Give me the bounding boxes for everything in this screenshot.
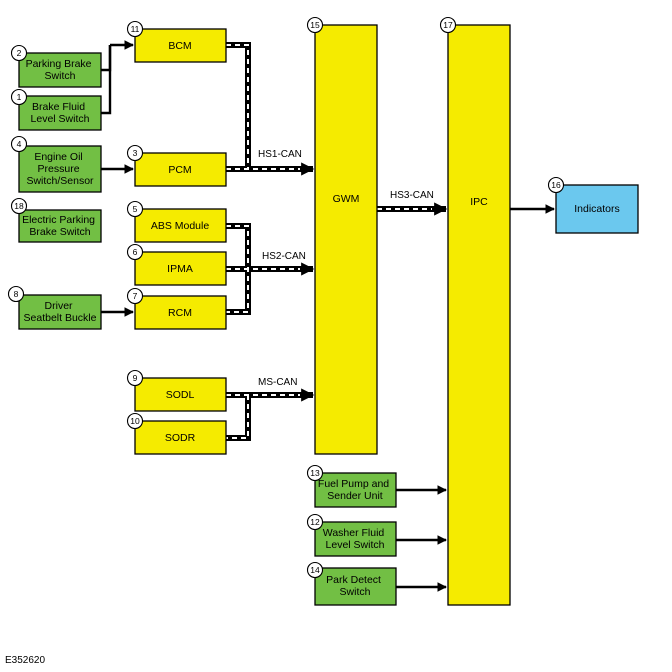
rcm-label: RCM	[168, 307, 192, 319]
svg-text:17: 17	[443, 20, 453, 30]
sodr-box	[134, 420, 227, 455]
badge-12: 12	[306, 513, 324, 531]
electric-parking-label: Electric Parking Brake Switch	[22, 214, 98, 238]
abs-box	[134, 208, 227, 243]
badge-15: 15	[306, 16, 324, 34]
svg-text:4: 4	[17, 139, 22, 149]
svg-text:8: 8	[14, 289, 19, 299]
badge-1: 1	[10, 88, 28, 106]
module-boxes	[134, 24, 511, 606]
ms-can-label: MS-CAN	[258, 377, 297, 388]
driver-seatbelt-label: Driver Seatbelt Buckle	[24, 300, 97, 324]
svg-text:15: 15	[310, 20, 320, 30]
bcm-box	[134, 28, 227, 63]
park-detect-label: Park Detect Switch	[326, 574, 384, 598]
svg-text:6: 6	[133, 247, 138, 257]
ms-can-bus	[226, 388, 315, 441]
fuel-pump-label: Fuel Pump and Sender Unit	[318, 478, 392, 502]
badge-14: 14	[306, 561, 324, 579]
can-buses	[226, 42, 448, 441]
badge-2: 2	[10, 44, 28, 62]
svg-text:13: 13	[310, 468, 320, 478]
pcm-box	[134, 152, 227, 187]
brake-fluid-switch-box	[18, 95, 102, 131]
ipma-box	[134, 251, 227, 286]
driver-seatbelt-box	[18, 294, 102, 330]
brake-fluid-label: Brake Fluid Level Switch	[31, 101, 90, 125]
badge-13: 13	[306, 464, 324, 482]
switch-boxes	[18, 52, 397, 606]
indicators-box	[555, 184, 639, 234]
sodl-label: SODL	[166, 389, 195, 401]
fuel-pump-box	[314, 472, 397, 508]
parking-brake-switch-box	[18, 52, 102, 88]
gwm-box	[314, 24, 378, 455]
hs1-can-bus	[226, 42, 315, 176]
park-detect-box	[314, 567, 397, 606]
badge-4: 4	[10, 135, 28, 153]
svg-text:1: 1	[17, 92, 22, 102]
wire-parking-brake-to-bcm	[101, 45, 112, 72]
washer-fluid-label: Washer Fluid Level Switch	[323, 527, 387, 551]
abs-label: ABS Module	[151, 220, 210, 232]
badge-17: 17	[439, 16, 457, 34]
washer-fluid-box	[314, 521, 397, 557]
svg-text:14: 14	[310, 565, 320, 575]
svg-text:10: 10	[130, 416, 140, 426]
svg-text:18: 18	[14, 201, 24, 211]
sodr-label: SODR	[165, 432, 196, 444]
box-labels: Parking Brake Switch Brake Fluid Level S…	[22, 40, 620, 598]
badge-7: 7	[126, 287, 144, 305]
hardwire-connections	[101, 40, 555, 592]
badge-18: 18	[10, 197, 28, 215]
ipma-label: IPMA	[167, 263, 193, 275]
bcm-label: BCM	[168, 40, 191, 52]
hs1-can-label: HS1-CAN	[258, 149, 302, 160]
hs2-can-label: HS2-CAN	[262, 251, 306, 262]
hs3-can-label: HS3-CAN	[390, 190, 434, 201]
parking-brake-label: Parking Brake Switch	[26, 58, 95, 82]
svg-text:3: 3	[133, 148, 138, 158]
badge-10: 10	[126, 412, 144, 430]
svg-text:7: 7	[133, 291, 138, 301]
svg-text:9: 9	[133, 373, 138, 383]
svg-text:2: 2	[17, 48, 22, 58]
hs2-can-bus	[226, 223, 315, 315]
rcm-box	[134, 295, 227, 330]
badge-8: 8	[7, 285, 25, 303]
badge-6: 6	[126, 243, 144, 261]
svg-text:12: 12	[310, 517, 320, 527]
figure-reference: E352620	[5, 655, 45, 666]
badge-16: 16	[547, 176, 565, 194]
indicators-label: Indicators	[574, 203, 620, 215]
badge-9: 9	[126, 369, 144, 387]
pcm-label: PCM	[168, 164, 191, 176]
wire-brake-fluid-to-bcm	[101, 45, 112, 115]
ipc-box	[447, 24, 511, 606]
engine-oil-switch-box	[18, 145, 102, 193]
number-badges: 2 1 4 18 8 11 3 5	[7, 16, 565, 579]
engine-oil-label: Engine Oil Pressure Switch/Sensor	[26, 151, 94, 187]
sodl-box	[134, 377, 227, 412]
badge-11: 11	[126, 20, 144, 38]
svg-text:11: 11	[131, 24, 140, 34]
svg-text:16: 16	[551, 180, 561, 190]
badge-3: 3	[126, 144, 144, 162]
ipc-label: IPC	[470, 196, 488, 208]
gwm-label: GWM	[333, 193, 360, 205]
svg-text:5: 5	[133, 204, 138, 214]
badge-5: 5	[126, 200, 144, 218]
electric-parking-switch-box	[18, 209, 102, 243]
